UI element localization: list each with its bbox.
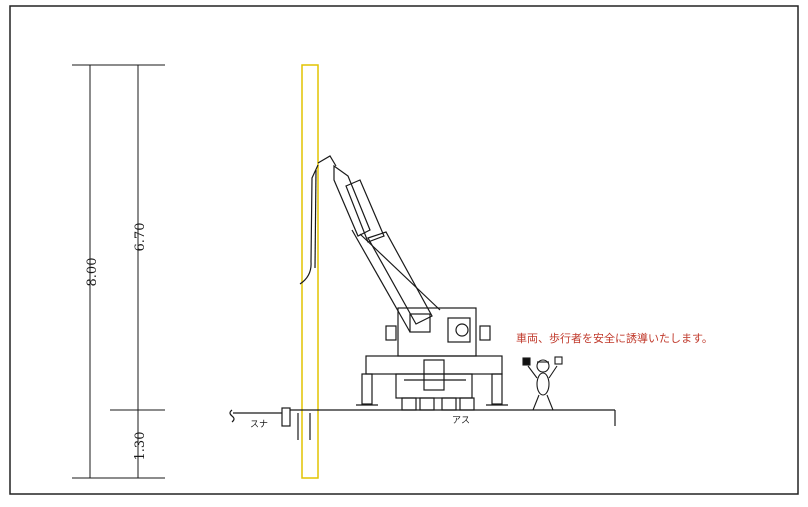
ground-label-right: アス — [452, 416, 470, 426]
dimension-total: 8.00 — [85, 258, 100, 287]
ground-line — [229, 407, 616, 440]
dimension-lower: 1.30 — [133, 432, 148, 461]
dimension-upper: 6.70 — [133, 223, 148, 252]
utility-pole — [301, 64, 319, 479]
dimension-lines — [72, 64, 165, 479]
flagman-icon — [522, 356, 563, 411]
ground-label-left: スナ — [250, 419, 268, 430]
drawing-border — [9, 5, 799, 495]
guide-note: 車両、歩行者を安全に誘導いたします。 — [516, 331, 713, 345]
mobile-crane-icon — [299, 155, 508, 411]
